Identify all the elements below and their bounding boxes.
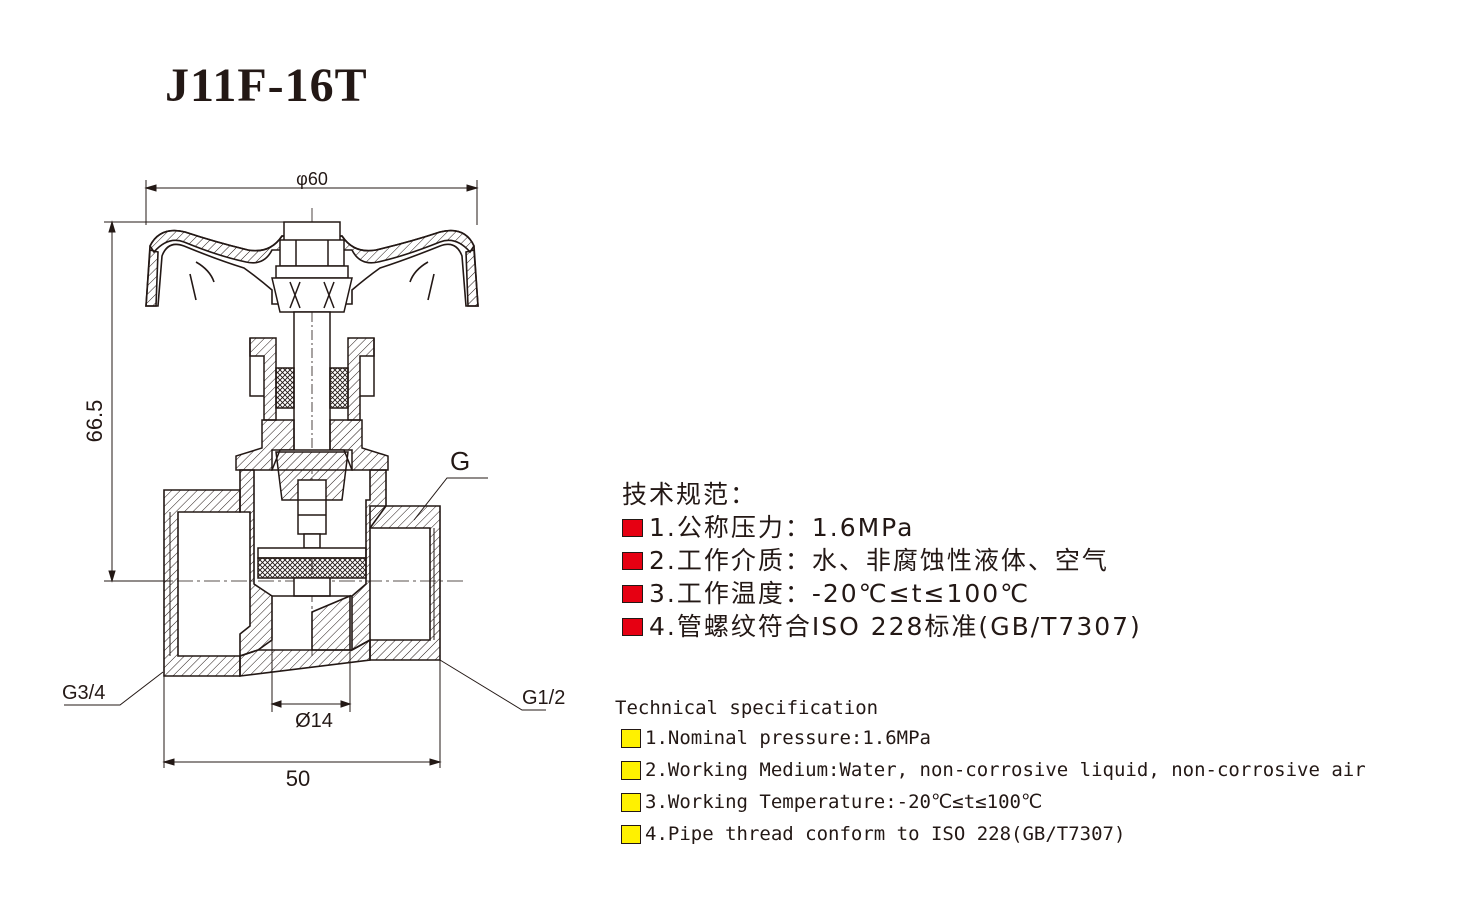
spec-chinese-item: 3.工作温度：-20℃≤t≤100℃ <box>622 577 1142 610</box>
spec-chinese-item-text: 3.工作温度：-20℃≤t≤100℃ <box>649 579 1031 608</box>
yellow-square-icon <box>621 792 641 812</box>
bonnet-nut <box>249 337 375 421</box>
spec-chinese: 技术规范： 1.公称压力：1.6MPa 2.工作介质：水、非腐蚀性液体、空气 3… <box>622 478 1142 643</box>
spec-chinese-item: 4.管螺纹符合ISO 228标准(GB/T7307) <box>622 610 1142 643</box>
spec-english-heading: Technical specification <box>615 697 879 719</box>
dim-label-bore: Ø14 <box>295 710 333 732</box>
spec-chinese-item: 1.公称压力：1.6MPa <box>622 511 1142 544</box>
spec-chinese-item: 2.工作介质：水、非腐蚀性液体、空气 <box>622 544 1142 577</box>
spec-chinese-item-text: 4.管螺纹符合ISO 228标准(GB/T7307) <box>649 612 1142 641</box>
yellow-square-icon <box>621 824 641 844</box>
label-thread-right: G1/2 <box>522 687 565 709</box>
spec-chinese-item-text: 1.公称压力：1.6MPa <box>649 513 915 542</box>
spec-english-item: 2.Working Medium:Water, non-corrosive li… <box>621 754 1366 786</box>
spec-english-item: 1.Nominal pressure:1.6MPa <box>621 722 1366 754</box>
label-thread-g: G <box>450 446 470 476</box>
red-square-icon <box>622 584 643 603</box>
yellow-square-icon <box>621 728 641 748</box>
spec-english: Technical specification 1.Nominal pressu… <box>615 694 1366 850</box>
spec-chinese-heading: 技术规范： <box>622 480 758 509</box>
valve-wedge <box>257 451 367 597</box>
dim-label-width: 50 <box>286 766 310 791</box>
spec-english-item: 3.Working Temperature:-20℃≤t≤100℃ <box>621 786 1366 818</box>
dim-width <box>162 660 442 768</box>
dim-label-height: 66.5 <box>82 400 107 443</box>
label-thread-left: G3/4 <box>62 682 105 704</box>
red-square-icon <box>622 617 643 636</box>
spec-chinese-item-text: 2.工作介质：水、非腐蚀性液体、空气 <box>649 546 1109 575</box>
dim-height <box>104 220 300 583</box>
yellow-square-icon <box>621 760 641 780</box>
spec-english-item-text: 3.Working Temperature:-20℃≤t≤100℃ <box>645 791 1043 813</box>
handwheel-hub <box>271 277 353 313</box>
dim-label-handwheel-diameter: φ60 <box>296 169 328 189</box>
spec-english-item-text: 4.Pipe thread conform to ISO 228(GB/T730… <box>645 823 1126 845</box>
model-title: J11F-16T <box>165 59 368 112</box>
spec-english-item-text: 2.Working Medium:Water, non-corrosive li… <box>645 759 1366 781</box>
dim-handwheel-diameter <box>144 180 479 225</box>
spec-english-item-text: 1.Nominal pressure:1.6MPa <box>645 727 931 749</box>
red-square-icon <box>622 518 643 537</box>
red-square-icon <box>622 551 643 570</box>
handwheel-nut <box>275 221 349 279</box>
spec-english-item: 4.Pipe thread conform to ISO 228(GB/T730… <box>621 818 1366 850</box>
valve-body <box>163 469 441 677</box>
valve-stem <box>293 311 331 453</box>
